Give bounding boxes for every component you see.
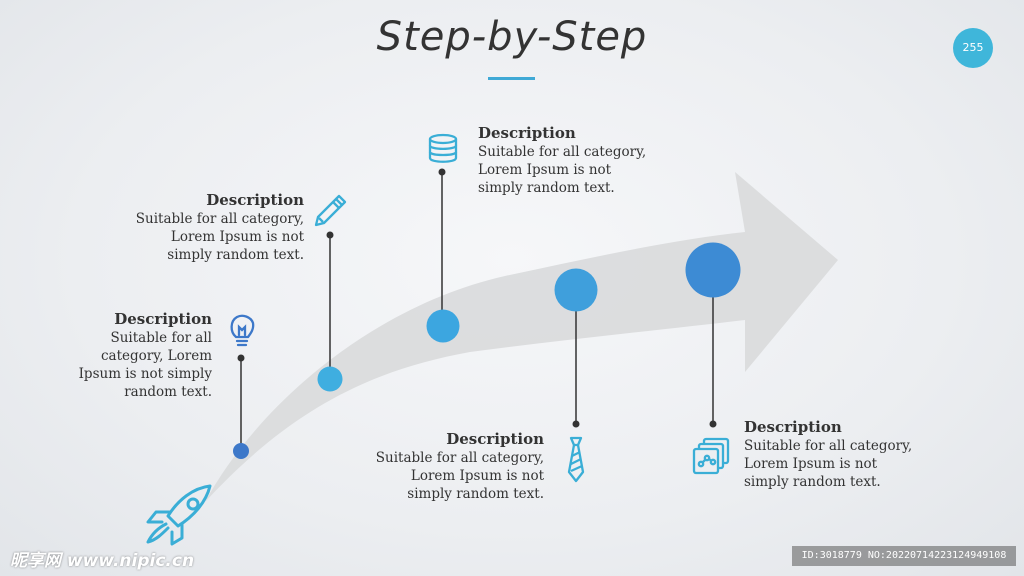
rocket-icon	[146, 484, 212, 546]
lightbulb-icon	[230, 314, 255, 347]
step-description-4: Description Suitable for all category, L…	[320, 430, 544, 503]
step-description-1: Description Suitable for all category, L…	[40, 310, 212, 401]
step-text-line: Suitable for all	[110, 330, 212, 346]
title-underline	[488, 77, 535, 80]
step-text-line: Lorem Ipsum is not	[744, 456, 878, 472]
step-dot-1	[233, 443, 249, 459]
page-number-badge: 255	[953, 28, 993, 68]
step-text-line: simply random text.	[167, 247, 304, 263]
step-text-line: simply random text.	[744, 474, 881, 490]
watermark-logo-text: 昵享网 www.nipic.cn	[10, 551, 195, 571]
step-dot-3	[426, 309, 460, 343]
step-text-line: Ipsum is not simply	[78, 366, 212, 382]
step-heading: Description	[114, 310, 212, 328]
step-dot-2	[317, 366, 343, 392]
watermark-id-bar: ID:3018779 NO:20220714223124949108	[792, 546, 1016, 566]
step-text-line: Suitable for all category,	[744, 438, 913, 454]
database-icon	[428, 133, 458, 163]
tie-icon	[567, 436, 585, 483]
step-text-line: category, Lorem	[101, 348, 212, 364]
step-text-line: simply random text.	[407, 486, 544, 502]
presentation-chart-icon	[692, 437, 730, 475]
step-heading: Description	[744, 418, 842, 436]
page-title: Step-by-Step	[376, 14, 648, 60]
step-text-line: Suitable for all category,	[478, 144, 647, 160]
step-heading: Description	[478, 124, 576, 142]
step-dot-5	[685, 242, 741, 298]
step-description-3: Description Suitable for all category, L…	[478, 124, 708, 197]
step-text-line: simply random text.	[478, 180, 615, 196]
step-description-2: Description Suitable for all category, L…	[84, 191, 304, 264]
step-text-line: Lorem Ipsum is not	[410, 468, 544, 484]
step-text-line: Lorem Ipsum is not	[170, 229, 304, 245]
step-text-line: Lorem Ipsum is not	[478, 162, 612, 178]
step-heading: Description	[206, 191, 304, 209]
step-text-line: random text.	[124, 384, 212, 400]
step-dot-4	[554, 268, 598, 312]
step-text-line: Suitable for all category,	[135, 211, 304, 227]
step-text-line: Suitable for all category,	[375, 450, 544, 466]
pencil-icon	[314, 194, 347, 227]
step-heading: Description	[446, 430, 544, 448]
step-description-5: Description Suitable for all category, L…	[744, 418, 984, 491]
